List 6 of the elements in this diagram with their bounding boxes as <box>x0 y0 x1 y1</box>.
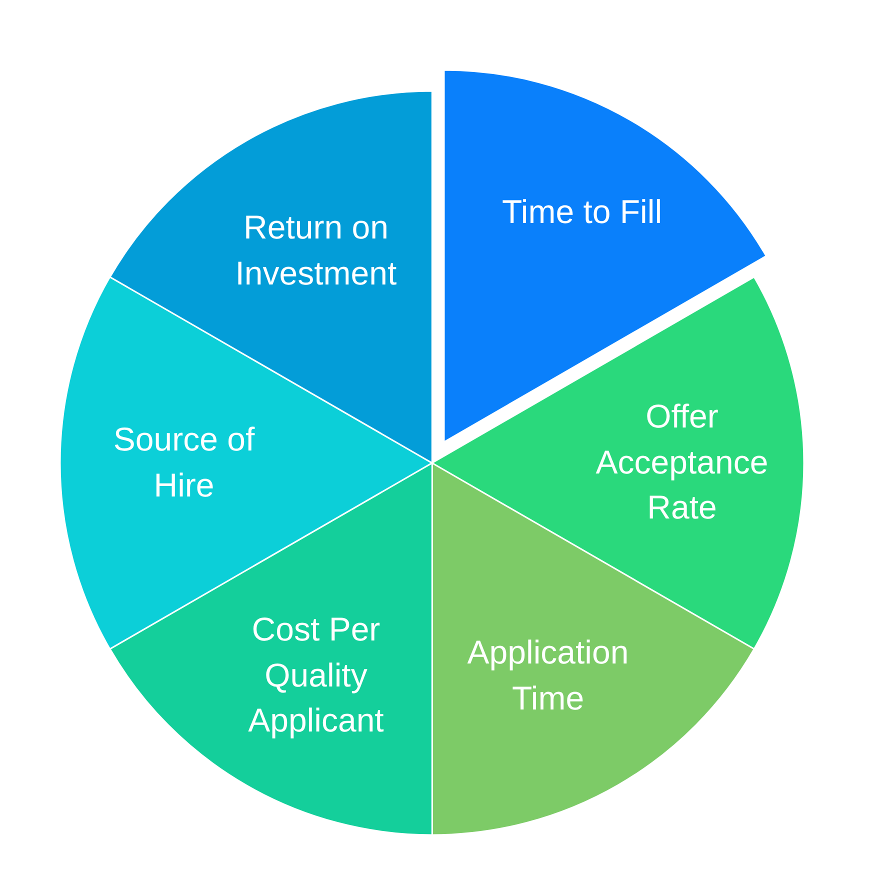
segment-label: Return on Investment <box>234 207 398 293</box>
segment-label: Offer Acceptance Rate <box>594 396 770 528</box>
segment-label: Time to Fill <box>500 192 664 232</box>
segment-label: Source of Hire <box>112 419 256 505</box>
segment-label: Application Time <box>466 632 630 718</box>
segment-label: Cost Per Quality Applicant <box>247 610 385 741</box>
